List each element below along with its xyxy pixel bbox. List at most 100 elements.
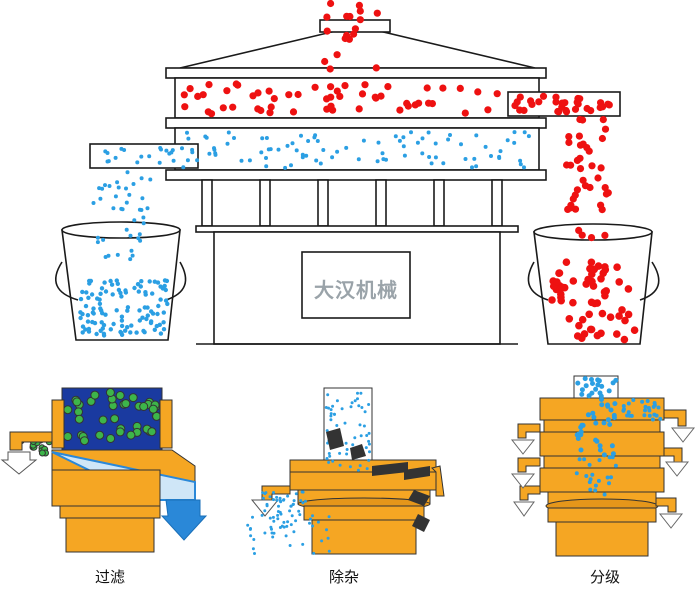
filter-base (65, 517, 155, 553)
fine-particle (429, 161, 434, 166)
filter-solid-particle (126, 430, 136, 440)
coarse-particle (539, 92, 548, 100)
fine-outlet (89, 143, 199, 169)
impurity-fine-particle (263, 509, 267, 513)
fine-particle (132, 285, 137, 291)
fine-particle (89, 292, 95, 297)
fine-particle (375, 159, 380, 164)
fine-particle (101, 333, 107, 338)
impurity-fine-particle (356, 391, 359, 395)
coarse-particle (601, 263, 609, 271)
grading-particle (605, 417, 611, 423)
coarse-particle (341, 34, 349, 43)
grading-particle (589, 390, 595, 396)
grading-particle (643, 404, 648, 409)
coarse-particle (372, 64, 380, 72)
impurity-fine-particle (268, 516, 272, 520)
fine-particle (124, 200, 129, 205)
fine-particle (472, 156, 477, 161)
impurity-fine-particle (365, 434, 369, 437)
nameplate (301, 251, 411, 319)
coarse-particle (552, 93, 560, 101)
impurity-fine-particle (292, 530, 296, 534)
grading-particle (643, 408, 647, 413)
impurity-fine-particle (353, 436, 357, 440)
impurity-base (311, 519, 417, 555)
fine-particle (80, 330, 85, 335)
coarse-particle (594, 174, 602, 182)
grading-particle (590, 472, 595, 477)
fine-particle (83, 303, 89, 309)
fine-particle (314, 158, 319, 163)
coarse-particle (355, 105, 363, 113)
fine-particle (95, 296, 100, 301)
fine-particle (165, 301, 170, 307)
fine-particle (143, 290, 148, 295)
grading-particle (609, 475, 613, 480)
filter-ring (59, 505, 161, 519)
impurity-fine-particle (345, 448, 349, 451)
fine-particle (426, 130, 431, 135)
fine-particle (157, 160, 162, 165)
impurity-fine-particle (368, 450, 371, 454)
fine-particle (95, 240, 100, 245)
impurity-fine-particle (329, 412, 333, 416)
coarse-particle (265, 87, 273, 95)
impurity-fine-particle (288, 544, 292, 547)
coarse-particle (553, 278, 561, 286)
impurity-fine-particle (275, 495, 279, 499)
coarse-particle (576, 141, 585, 149)
coarse-particle (567, 201, 575, 209)
coarse-particle (587, 258, 596, 267)
coarse-particle (587, 325, 596, 334)
fine-particle (446, 137, 451, 142)
impurity-fine-particle (290, 514, 294, 518)
coarse-particle (232, 80, 240, 88)
coarse-particle (558, 99, 566, 107)
fine-particle (427, 155, 432, 159)
grading-particle (577, 457, 582, 462)
impurity-fine-particle (286, 520, 290, 524)
fine-particle (213, 152, 218, 157)
fine-particle (129, 323, 134, 328)
fine-particle (401, 135, 406, 140)
fine-particle (92, 320, 98, 326)
fine-particle (212, 147, 217, 152)
impurity-fine-particle (367, 439, 371, 443)
impurity-fine-particle (275, 498, 279, 502)
grading-particle (584, 474, 589, 478)
impurity-fine-particle (335, 424, 339, 427)
impurity-fine-particle (343, 421, 347, 425)
coarse-particle (599, 116, 607, 124)
fine-particle (108, 278, 113, 284)
fine-particle (162, 283, 167, 289)
fine-particle (155, 311, 160, 317)
impurity-panel (250, 387, 445, 555)
fine-particle (140, 315, 145, 320)
fine-particle (98, 306, 103, 311)
grading-particle (575, 436, 581, 441)
grading-particle (593, 437, 599, 443)
coarse-particle (571, 105, 580, 113)
grading-particle (652, 403, 657, 408)
grading-particle (596, 378, 602, 384)
coarse-particle (327, 83, 335, 91)
grading-particle (597, 443, 603, 449)
grading-particle (606, 388, 612, 394)
fine-particle (101, 322, 107, 328)
coarse-particle (586, 183, 594, 192)
fine-particle (380, 151, 385, 156)
upper-sieve-frame (174, 77, 540, 119)
grading-particle (590, 381, 595, 386)
coarse-particle (576, 165, 585, 173)
impurity-fine-particle (294, 519, 298, 523)
fine-particle (137, 308, 142, 313)
fine-particle (145, 313, 150, 318)
coarse-particle (323, 13, 331, 21)
coarse-particle (587, 298, 596, 307)
impurity-fine-particle (248, 527, 252, 531)
fine-particle (142, 305, 147, 310)
fine-particle (111, 206, 116, 211)
middle-rim (165, 117, 547, 129)
fine-particle (132, 218, 137, 223)
